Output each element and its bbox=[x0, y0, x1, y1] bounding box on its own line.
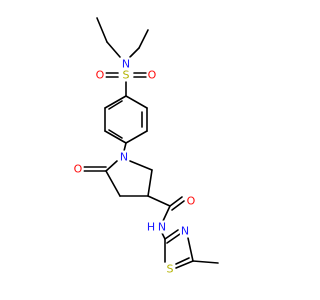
bond bbox=[106, 41, 121, 58]
atom-label-background bbox=[145, 220, 157, 234]
bond bbox=[129, 160, 153, 171]
atom-label-background bbox=[121, 68, 131, 82]
bond bbox=[161, 232, 166, 240]
bond bbox=[129, 47, 140, 58]
bond bbox=[105, 160, 118, 172]
bond bbox=[123, 142, 127, 152]
bond bbox=[96, 17, 108, 43]
atom-label-background bbox=[156, 220, 168, 234]
bond bbox=[125, 130, 148, 144]
atom-o-lactam: O bbox=[74, 163, 83, 176]
atom-s-thiazole: S bbox=[167, 263, 174, 276]
atom-label-background bbox=[72, 162, 84, 176]
bond bbox=[192, 260, 219, 264]
atom-o-sulfonyl-left: O bbox=[96, 69, 105, 82]
bond bbox=[147, 169, 153, 197]
bond bbox=[175, 260, 194, 269]
atom-label-background bbox=[120, 57, 132, 71]
bond bbox=[125, 95, 148, 109]
bond bbox=[138, 29, 149, 49]
bond bbox=[104, 95, 127, 109]
bond bbox=[169, 196, 183, 207]
bond bbox=[164, 229, 179, 240]
bond-group bbox=[83, 17, 219, 269]
atom-label-background bbox=[179, 224, 191, 238]
bond bbox=[105, 170, 121, 197]
bond bbox=[175, 257, 190, 265]
atom-o-sulfonyl-right: O bbox=[148, 69, 157, 82]
bond bbox=[162, 205, 171, 222]
bond bbox=[166, 233, 181, 244]
atom-label-background bbox=[94, 68, 106, 82]
bond bbox=[104, 130, 127, 144]
atom-n-pyrrolidinone: N bbox=[120, 151, 128, 164]
bond bbox=[187, 237, 194, 262]
molecule-structure: N S O O N O O N H N S bbox=[72, 17, 219, 276]
atom-h-amide: H bbox=[147, 221, 155, 234]
atom-label-background bbox=[118, 150, 130, 164]
bond bbox=[147, 195, 171, 207]
bond bbox=[108, 100, 123, 110]
atom-label-background bbox=[146, 68, 158, 82]
bond bbox=[108, 129, 123, 139]
bond bbox=[171, 200, 185, 211]
atom-n-amide: N bbox=[158, 221, 166, 234]
atom-label-group: N S O O N O O N H N S bbox=[72, 57, 197, 276]
atom-o-amide: O bbox=[187, 195, 196, 208]
atom-n-sulfonamide: N bbox=[122, 58, 130, 71]
atom-s-sulfonyl: S bbox=[123, 69, 130, 82]
atom-n-thiazole: N bbox=[181, 225, 189, 238]
atom-label-background bbox=[185, 194, 197, 208]
atom-label-background bbox=[165, 262, 175, 276]
